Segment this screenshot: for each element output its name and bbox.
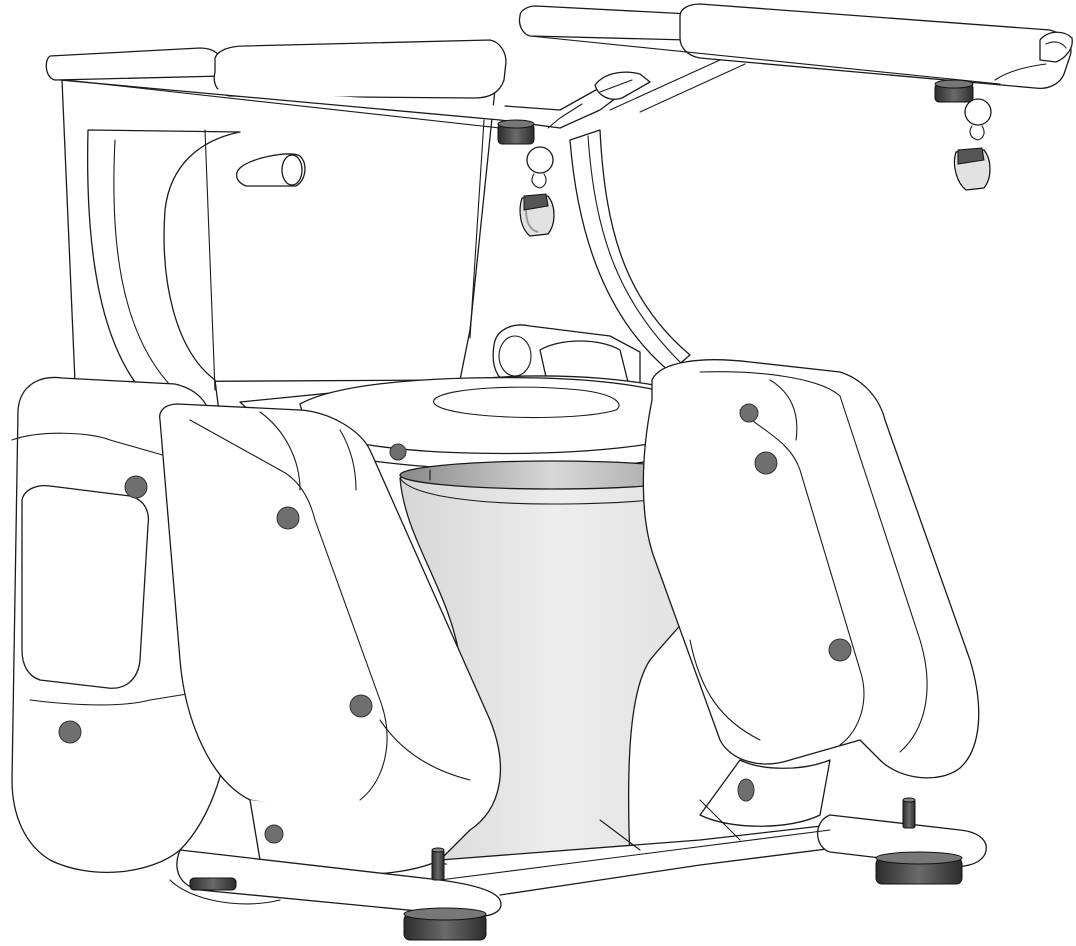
right-back-frame [469,119,691,373]
front-right-foot [875,851,963,885]
bolt-icon [264,824,284,844]
left-armrest-hinge [497,119,535,145]
right-armrest [518,3,1073,113]
seat-bracket [492,324,641,391]
left-back-frame [87,129,241,421]
left-side-support [11,376,502,905]
adjustment-post-left [431,847,445,881]
adjustment-post-right [902,797,916,829]
right-locking-pin-icon [953,98,992,191]
bolt-icon [58,720,82,744]
front-left-foot [403,907,487,941]
rear-left-foot [189,877,237,891]
bolt-icon [389,443,407,461]
bolt-icon [124,475,148,499]
bolt-icon [349,694,373,718]
right-side-support [642,359,980,827]
left-armrest [45,39,651,129]
bolt-icon [737,778,755,802]
left-locking-pin-icon [519,146,555,237]
bolt-icon [754,451,778,475]
right-armrest-hinge [934,79,974,103]
bolts [58,403,852,844]
bolt-icon [828,638,852,662]
bolt-icon [276,506,300,530]
bolt-icon [739,403,759,423]
